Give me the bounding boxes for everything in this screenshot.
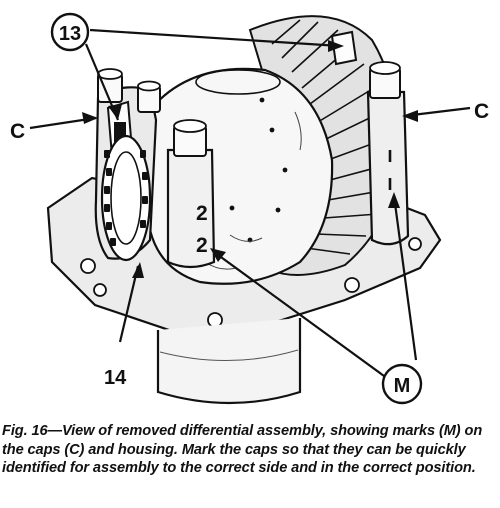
callout-c-left: C (10, 120, 25, 143)
flange-bolt-hole (344, 277, 360, 293)
flange-bolt-hole (93, 283, 107, 297)
adjuster-lock-right (330, 30, 358, 66)
callout-14: 14 (104, 367, 127, 389)
housing-mark: 2 (196, 234, 208, 257)
differential-assembly-illustration: 2 2 (10, 12, 489, 405)
figure-caption: Fig. 16—View of removed differential ass… (2, 423, 483, 476)
case-rivets (229, 97, 288, 243)
callout-13-circle (50, 12, 90, 52)
cap-mark-front: 2 (196, 202, 208, 225)
bearing-rollers (104, 150, 148, 246)
callout-c-right: C (474, 100, 489, 123)
callout-m-circle (381, 363, 423, 405)
flange-bolt-hole (408, 237, 422, 251)
callout-m: M (394, 375, 411, 397)
right-bearing-cap (366, 90, 410, 246)
callout-13: 13 (59, 23, 81, 45)
bearing-adjuster (100, 134, 152, 262)
ring-gear-teeth (271, 19, 391, 255)
front-bearing-cap (166, 148, 216, 269)
leader-arrowheads (82, 40, 418, 278)
flange-bolt-hole (80, 258, 96, 274)
